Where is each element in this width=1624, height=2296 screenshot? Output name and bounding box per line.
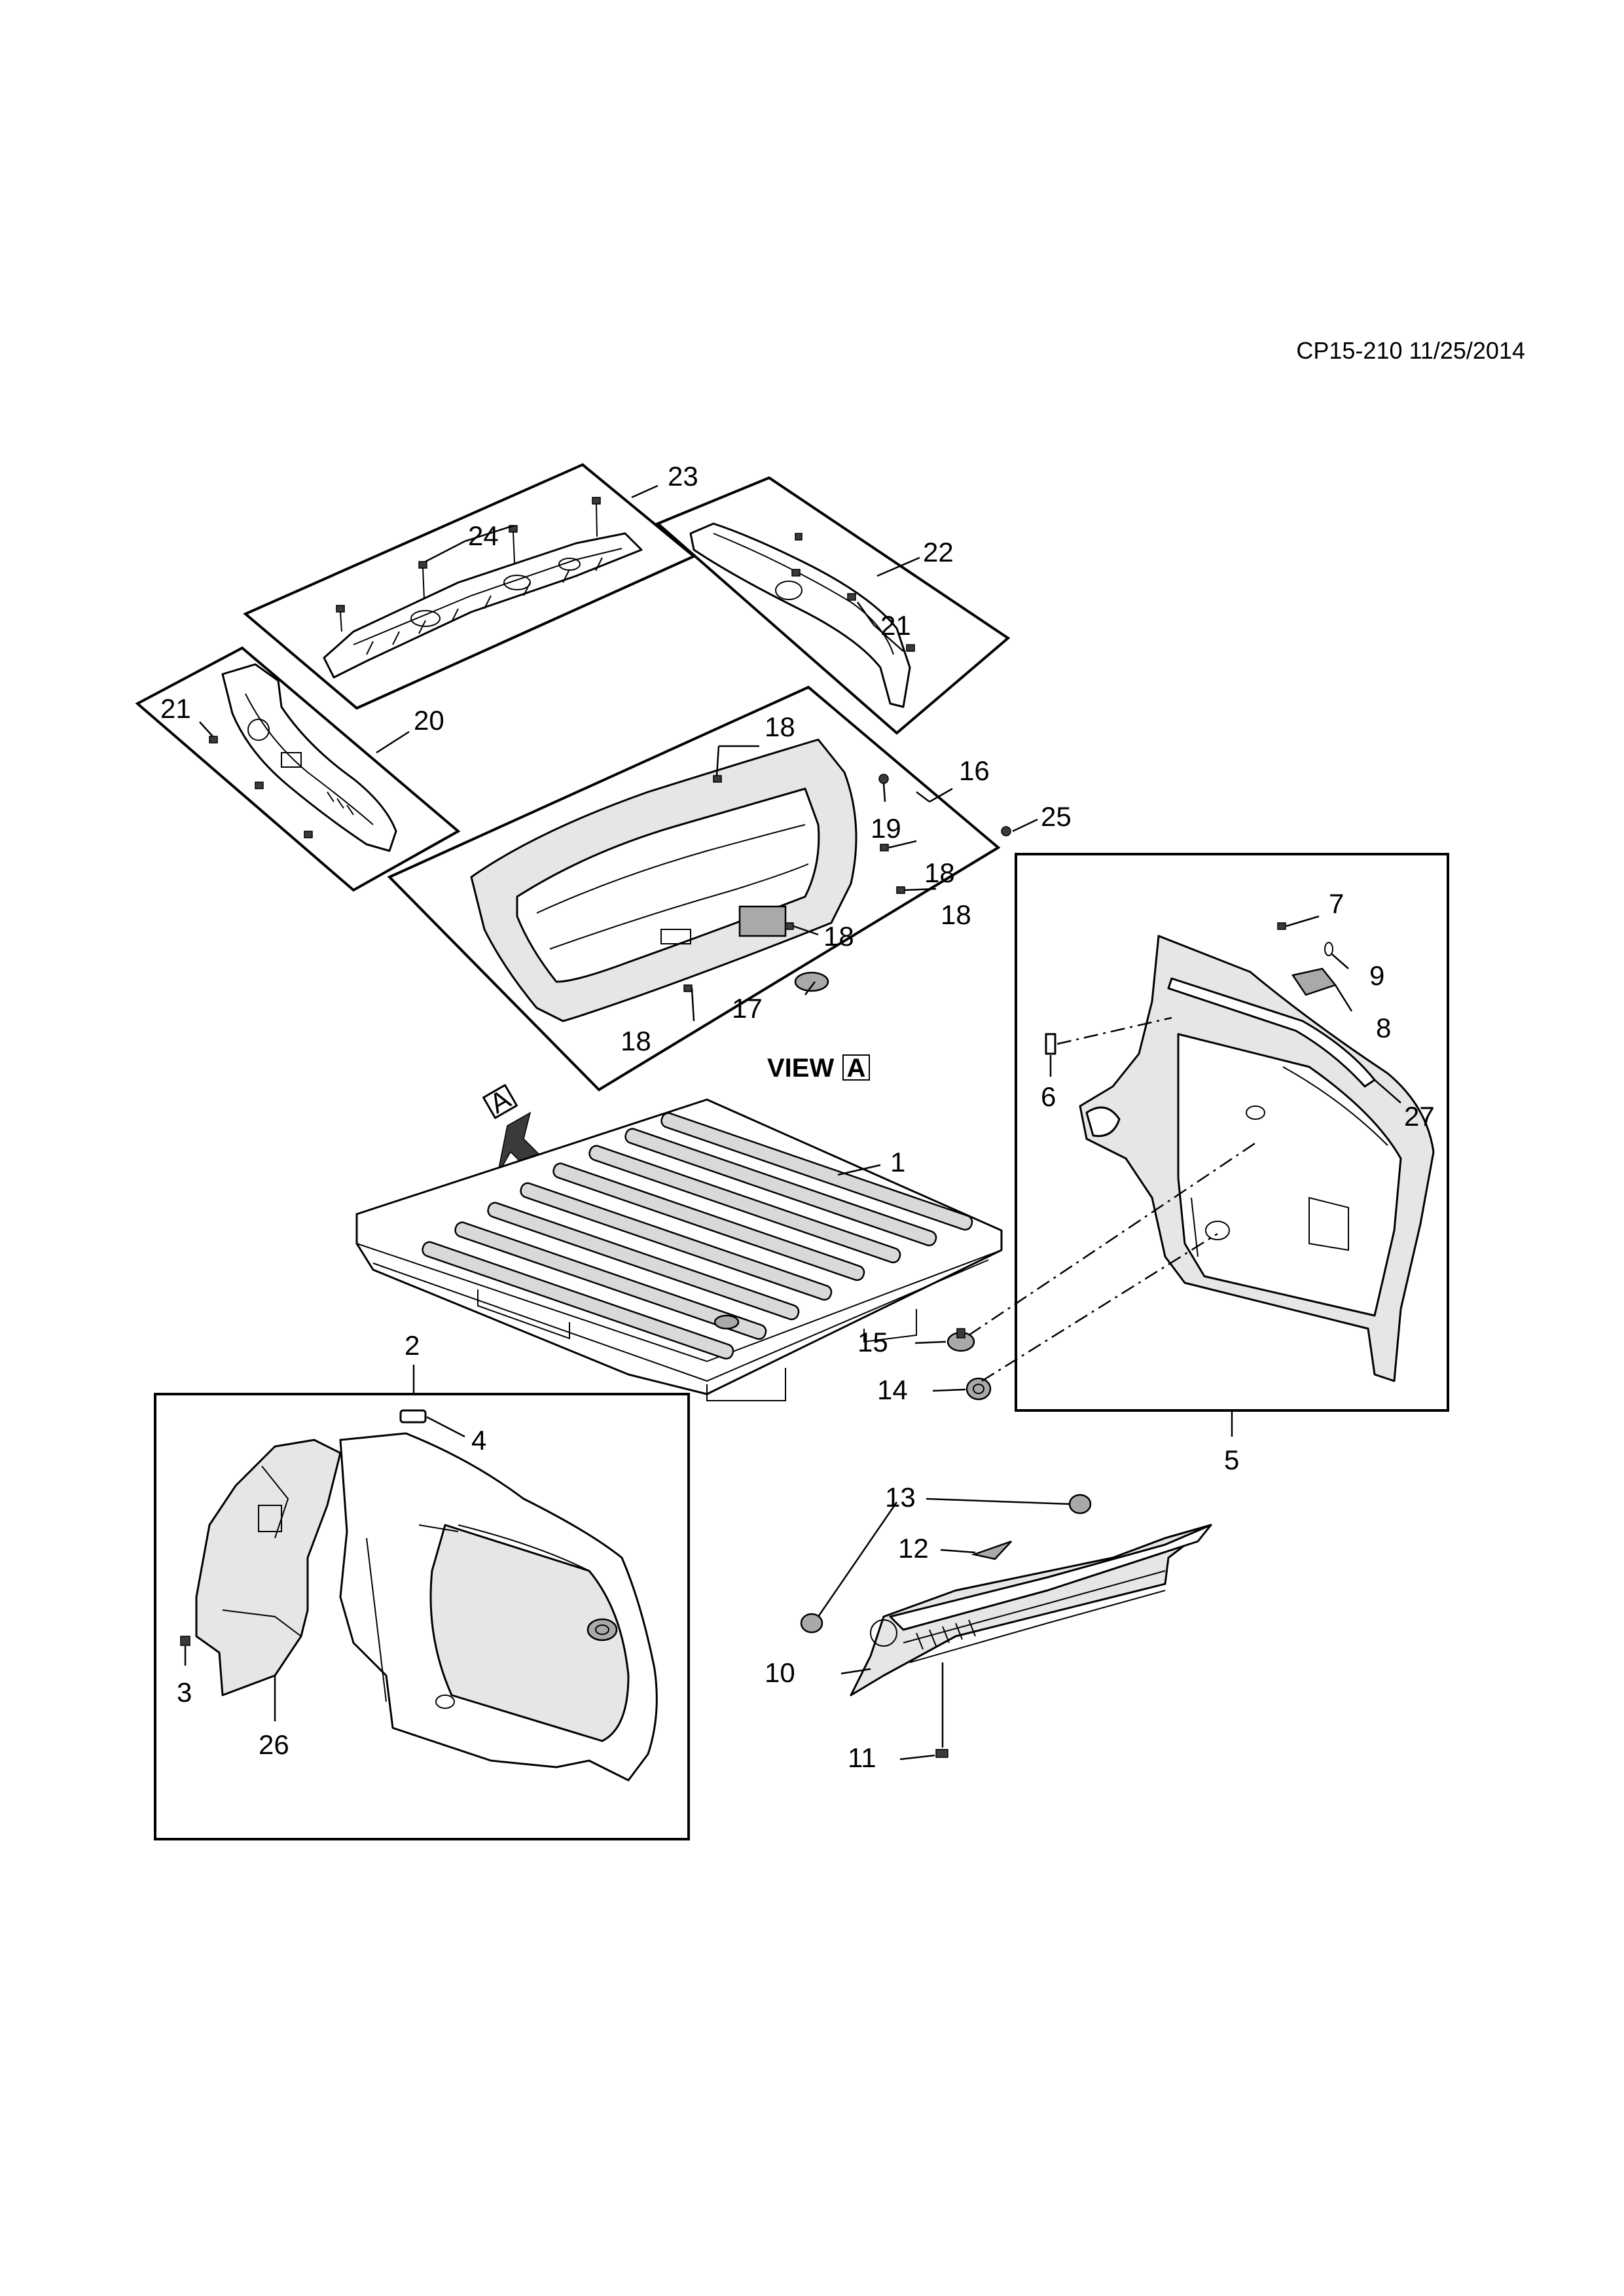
- view-label-text: VIEW: [767, 1054, 834, 1083]
- callout-19: 19: [871, 813, 901, 844]
- callout-5: 5: [1224, 1444, 1239, 1475]
- callout-22: 22: [923, 537, 954, 567]
- part-14-grommet: [965, 1377, 992, 1401]
- callout-21-upper: 21: [880, 610, 911, 641]
- callout-27: 27: [1404, 1101, 1435, 1132]
- detail-box-22: [655, 476, 1011, 735]
- callout-1: 1: [890, 1147, 905, 1177]
- detail-box-2: [154, 1393, 690, 1840]
- callout-20: 20: [414, 705, 444, 736]
- part-13-fasteners: [800, 1494, 1092, 1634]
- callout-15: 15: [857, 1327, 888, 1357]
- part-16-liftgate-panel: [470, 738, 857, 1022]
- part-6-pin: [1045, 1033, 1056, 1055]
- detail-box-20: [135, 646, 461, 892]
- part-21-clips-lower: [209, 736, 313, 838]
- callout-24: 24: [468, 520, 499, 551]
- part-9-bulb: [1324, 942, 1333, 956]
- part-19-fastener: [878, 774, 889, 784]
- part-7-fastener: [1277, 922, 1286, 930]
- callout-7: 7: [1329, 888, 1344, 919]
- detail-box-5: [968, 853, 1449, 1412]
- callout-21-lower: 21: [160, 693, 191, 724]
- callout-10: 10: [765, 1657, 795, 1688]
- view-letter: A: [847, 1054, 866, 1083]
- part-25-fastener: [1001, 826, 1011, 836]
- part-11-fastener: [935, 1749, 948, 1758]
- part-20-pillar-trim: [221, 663, 397, 852]
- callout-18-middle: 18: [823, 921, 854, 952]
- part-12-cover: [971, 1540, 1012, 1560]
- callout-8: 8: [1376, 1013, 1391, 1043]
- part-21-clips-upper: [791, 533, 915, 652]
- callout-2: 2: [405, 1330, 420, 1361]
- part-26-quarter-trim: [195, 1439, 342, 1696]
- callout-3: 3: [177, 1677, 192, 1708]
- callout-18-right-lower: 18: [941, 899, 971, 930]
- document-reference: CP15-210 11/25/2014: [1296, 337, 1525, 364]
- callout-16: 16: [959, 755, 990, 786]
- part-2-left-side-trim: [339, 1432, 658, 1782]
- view-a-label: VIEW A: [767, 1054, 870, 1083]
- part-8-lamp: [1291, 967, 1337, 996]
- callout-9: 9: [1369, 960, 1384, 991]
- callout-4: 4: [471, 1425, 486, 1456]
- callout-14: 14: [877, 1374, 908, 1405]
- callout-23: 23: [668, 461, 698, 492]
- part-10-sill-plate: [850, 1524, 1212, 1696]
- part-1-ribs: [422, 1112, 973, 1360]
- callout-13: 13: [885, 1482, 916, 1513]
- part-27-seal-strip: [1167, 977, 1376, 1088]
- part-24-clips: [336, 497, 601, 632]
- part-5-right-side-trim: [1079, 935, 1435, 1382]
- callout-6: 6: [1041, 1081, 1056, 1112]
- part-3-fastener: [180, 1636, 190, 1646]
- callout-18-right-upper: 18: [924, 857, 955, 888]
- part-1-load-floor: [355, 1098, 1003, 1401]
- detail-box-23: [243, 463, 696, 710]
- callout-17: 17: [732, 993, 763, 1024]
- part-15-push-pin: [947, 1328, 975, 1352]
- callout-18-top: 18: [765, 711, 795, 742]
- callout-18-bottom: 18: [621, 1026, 651, 1056]
- part-23-upper-trim: [323, 532, 643, 679]
- callout-25: 25: [1041, 801, 1072, 832]
- detail-box-16: [387, 685, 1001, 1092]
- callout-11: 11: [848, 1742, 876, 1773]
- callout-26: 26: [259, 1729, 289, 1760]
- callout-12: 12: [898, 1533, 929, 1564]
- part-4-clip: [399, 1409, 427, 1424]
